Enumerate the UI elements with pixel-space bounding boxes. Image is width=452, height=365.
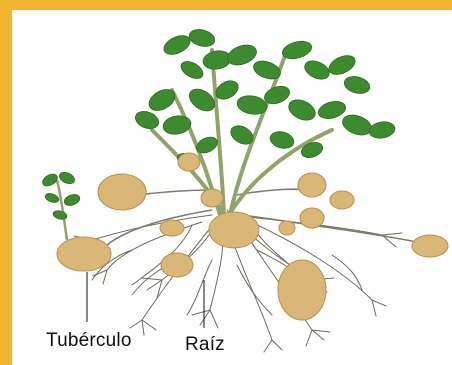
tuber — [298, 173, 326, 197]
tuber — [300, 208, 324, 228]
tuber — [330, 191, 354, 209]
tuber — [178, 153, 200, 171]
label-tuberculo: Tubérculo — [46, 330, 132, 352]
tuber — [278, 260, 326, 320]
stolons — [107, 189, 417, 245]
frame-left-border — [0, 0, 12, 365]
tuber — [57, 237, 111, 271]
tuber — [160, 220, 184, 236]
tuber — [279, 221, 295, 235]
label-raiz: Raíz — [185, 334, 225, 356]
tuber — [412, 235, 448, 257]
frame-top-border — [0, 0, 452, 10]
tuber — [209, 212, 259, 248]
potato-plant-illustration — [12, 10, 452, 365]
tuber — [161, 253, 193, 277]
tuber — [201, 189, 223, 207]
tuber — [98, 174, 146, 210]
small-sprout-stem — [57, 180, 67, 240]
